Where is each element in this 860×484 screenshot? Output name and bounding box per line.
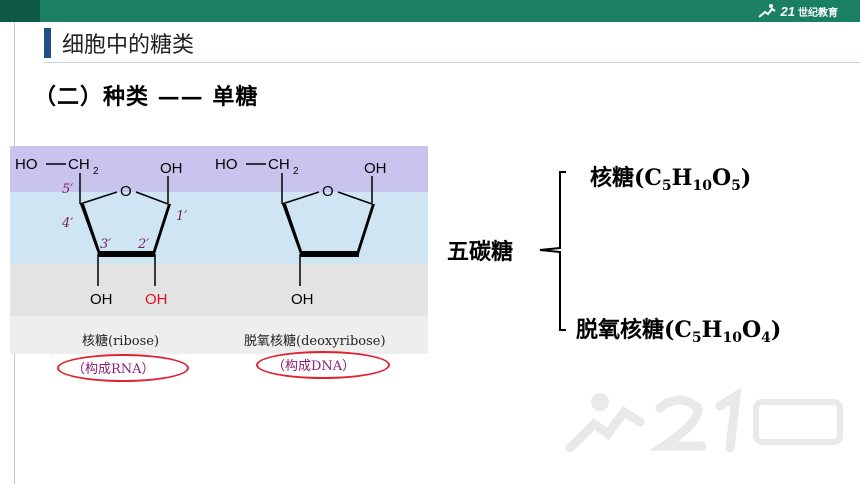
logo-mark: 21 [780,3,795,19]
ribose-oh-c3: OH [90,291,113,308]
deoxyribose-ch-sub: 2 [293,166,299,177]
ribose-structure: HO CH 2 OH O OH OH 5′ 4′ 3′ 2′ 1′ [15,156,187,308]
ribose-note-oval [57,354,189,382]
ribose-caption: 核糖(ribose) [82,334,160,349]
ribose-formula: 核糖(C5H10O5) [590,160,751,194]
title-underline [44,62,860,63]
ribose-formula-o: O [711,165,732,191]
ribose-label-c1: 1′ [176,209,187,224]
ribose-formula-close: ) [740,165,752,191]
classification-brace [539,171,566,331]
deoxyribose-ch: CH [268,156,290,173]
pentose-label: 五碳糖 [447,239,514,265]
title-tick [44,28,51,58]
deoxyribose-structure: HO CH 2 OH O OH [215,156,387,308]
ribose-wedge-right [152,204,171,254]
deoxyribose-formula: 脱氧核糖(C5H10O4) [576,312,781,346]
ribose-ho: HO [15,156,38,173]
ribose-label-c2: 2′ [137,237,149,252]
sugar-structure-figure: HO CH 2 OH O OH OH 5′ 4′ 3′ 2′ 1′ HO [10,146,428,354]
ribose-ch: CH [68,156,90,173]
page-title: 细胞中的糖类 [62,33,195,58]
deoxyribose-ho: HO [215,156,238,173]
ribose-wedge-left [80,204,101,254]
ribose-ring-bond-1 [79,191,118,205]
ribose-ring-o: O [120,183,132,200]
ribose-note: （构成RNA） [72,362,155,377]
structure-drawing: HO CH 2 OH O OH OH 5′ 4′ 3′ 2′ 1′ HO [15,156,387,308]
top-bar: 21 世纪教育 [0,0,860,22]
deoxyribose-wedge-right [356,204,375,254]
ribose-formula-o-sub: 5 [731,178,741,194]
runner-icon [757,4,776,18]
deoxyribose-ring-bond-2 [337,191,373,205]
deoxyribose-formula-o-sub: 4 [761,330,771,346]
ribose-ring-bond-2 [135,191,169,205]
ribose-label-c3: 3′ [100,237,111,252]
figure-band-bottom [10,316,428,354]
watermark-icon [565,388,843,453]
deoxyribose-formula-close: ) [770,317,782,343]
deoxyribose-ring-o: O [322,183,334,200]
deoxyribose-oh-top: OH [364,160,387,177]
deoxyribose-formula-c-sub: 5 [691,330,702,346]
deoxyribose-formula-name: 脱氧核糖(C [576,317,692,343]
deoxyribose-wedge-left [282,204,303,254]
deoxyribose-formula-h: H [701,317,723,343]
ribose-formula-h-sub: 10 [692,178,712,194]
figure-band-lower [10,264,428,316]
ribose-formula-name: 核糖(C [590,165,662,191]
logo-text: 世纪教育 [798,7,838,19]
deoxyribose-ring-bond-1 [281,191,320,205]
ribose-ch-sub: 2 [93,166,99,177]
ribose-formula-c-sub: 5 [661,178,672,194]
deoxyribose-note: （构成DNA） [272,359,356,374]
ribose-formula-h: H [671,165,693,191]
section-subtitle: （二）种类 —— 单糖 [34,84,259,110]
ribose-oh-top: OH [160,160,183,177]
deoxyribose-formula-h-sub: 10 [722,330,742,346]
ribose-label-c5: 5′ [62,182,73,197]
ribose-oh-c2: OH [145,291,168,308]
deoxyribose-caption: 脱氧核糖(deoxyribose) [244,334,386,349]
deoxyribose-note-oval [256,351,390,379]
ribose-label-c4: 4′ [61,216,73,231]
brand-logo: 21 世纪教育 [756,2,838,20]
deoxyribose-oh-c3: OH [291,291,314,308]
deoxyribose-formula-o: O [741,317,762,343]
top-bar-accent [0,0,40,22]
